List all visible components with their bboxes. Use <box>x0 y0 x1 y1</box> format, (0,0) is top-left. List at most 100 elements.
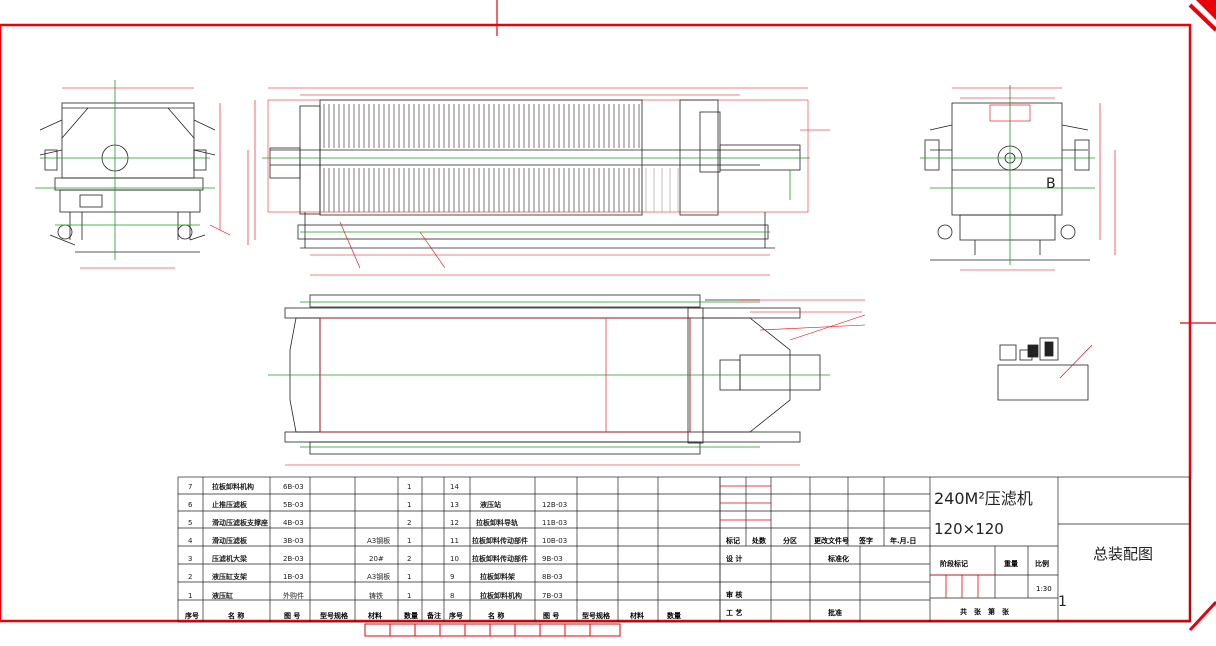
svg-text:1B-03: 1B-03 <box>283 573 304 581</box>
svg-text:14: 14 <box>450 483 459 491</box>
front-dims <box>247 87 830 276</box>
svg-text:A3钢板: A3钢板 <box>367 572 390 581</box>
svg-text:10B-03: 10B-03 <box>542 537 567 545</box>
svg-text:止推压滤板: 止推压滤板 <box>212 500 248 509</box>
svg-text:液压缸: 液压缸 <box>212 591 233 600</box>
corner-triangle-tr <box>1196 0 1216 20</box>
bom-header-dwg: 图 号 <box>284 611 300 620</box>
view-label-b: B <box>1046 176 1056 192</box>
svg-text:1: 1 <box>407 501 411 509</box>
product-spec: 120×120 <box>934 520 1004 538</box>
front-centerlines <box>262 157 810 233</box>
right-end-dims <box>952 87 1116 271</box>
table-row: 8 拉板卸料机构 7B-03 <box>450 591 563 600</box>
svg-text:2: 2 <box>188 573 192 581</box>
rev-header-sign: 签字 <box>858 536 873 545</box>
svg-text:7: 7 <box>188 483 192 491</box>
stage-mark-label: 阶段标记 <box>940 559 968 568</box>
svg-text:液压缸支架: 液压缸支架 <box>212 572 247 581</box>
right-end-view <box>924 102 1090 261</box>
svg-text:6B-03: 6B-03 <box>283 483 304 491</box>
scale-label: 比例 <box>1035 559 1049 568</box>
svg-text:1: 1 <box>407 483 411 491</box>
bom-header-qty: 数量 <box>404 611 418 620</box>
rev-header-count: 处数 <box>751 536 767 545</box>
svg-text:8B-03: 8B-03 <box>542 573 563 581</box>
table-row: 7 拉板卸料机构 6B-03 1 <box>188 482 411 491</box>
svg-text:20#: 20# <box>369 555 384 563</box>
left-end-view <box>39 102 216 253</box>
svg-text:拉板卸料架: 拉板卸料架 <box>480 572 515 581</box>
sheet-count: 共 张 第 张 <box>960 607 1010 616</box>
svg-text:拉板卸料传动部件: 拉板卸料传动部件 <box>472 554 528 563</box>
svg-text:4B-03: 4B-03 <box>283 519 304 527</box>
review-label: 审 核 <box>726 590 742 599</box>
svg-text:2B-03: 2B-03 <box>283 555 304 563</box>
svg-text:液压站: 液压站 <box>480 500 501 509</box>
bom-right-rows: 14 13 液压站 12B-03 12 拉板卸料导轨 11B-03 11 拉板卸… <box>450 483 567 600</box>
svg-text:1: 1 <box>407 573 411 581</box>
rev-header-date: 年.月.日 <box>890 536 916 545</box>
left-end-centerlines <box>35 80 215 260</box>
svg-text:2: 2 <box>407 519 411 527</box>
bom-right-header-qty: 数量 <box>667 611 681 620</box>
left-end-dims <box>62 87 231 269</box>
scale-value: 1:30 <box>1036 585 1052 593</box>
svg-text:拉板卸料传动部件: 拉板卸料传动部件 <box>472 536 528 545</box>
bom-right-header-spec: 型号规格 <box>582 611 611 620</box>
svg-text:铸铁: 铸铁 <box>369 591 383 600</box>
svg-text:13: 13 <box>450 501 459 509</box>
top-view <box>284 294 821 455</box>
filter-plates <box>323 104 679 212</box>
table-row: 12 拉板卸料导轨 11B-03 <box>450 518 567 527</box>
svg-text:拉板卸料导轨: 拉板卸料导轨 <box>476 518 518 527</box>
svg-text:8: 8 <box>450 592 454 600</box>
table-row: 5 滑动压滤板支撑座 4B-03 2 <box>188 518 411 527</box>
svg-text:A3钢板: A3钢板 <box>367 536 390 545</box>
sheet-mark: 1 <box>1058 594 1067 610</box>
svg-text:1: 1 <box>188 592 192 600</box>
right-end-centerlines <box>920 85 1095 265</box>
bom-header-note: 备注 <box>426 611 441 620</box>
top-centerlines <box>268 301 830 448</box>
table-row: 11 拉板卸料传动部件 10B-03 <box>450 536 567 545</box>
svg-text:拉板卸料机构: 拉板卸料机构 <box>212 482 254 491</box>
bom-left-rows: 7 拉板卸料机构 6B-03 1 6 止推压滤板 5B-03 1 5 滑动压滤板… <box>188 482 411 600</box>
bom-right-header-mat: 材料 <box>629 611 644 620</box>
table-row: 10 拉板卸料传动部件 9B-03 <box>450 554 563 563</box>
outer-frame <box>0 23 1192 623</box>
svg-text:5: 5 <box>188 519 192 527</box>
svg-text:10: 10 <box>450 555 459 563</box>
svg-text:外购件: 外购件 <box>283 591 304 600</box>
svg-text:1: 1 <box>407 592 411 600</box>
bom-header-name: 名 称 <box>228 611 244 620</box>
bom-right-header-name: 名 称 <box>488 611 504 620</box>
svg-text:5B-03: 5B-03 <box>283 501 304 509</box>
svg-text:9: 9 <box>450 573 454 581</box>
table-row: 14 <box>450 483 459 491</box>
table-row: 9 拉板卸料架 8B-03 <box>450 572 563 581</box>
rev-header-zone: 分区 <box>783 536 797 545</box>
bom-header-mat: 材料 <box>367 611 382 620</box>
bom-grid <box>177 476 721 623</box>
svg-text:9B-03: 9B-03 <box>542 555 563 563</box>
svg-text:2: 2 <box>407 555 411 563</box>
table-row: 2 液压缸支架 1B-03 A3钢板 1 <box>188 572 411 581</box>
svg-text:11B-03: 11B-03 <box>542 519 567 527</box>
bom-right-header-dwg: 图 号 <box>543 611 559 620</box>
rev-header-doc: 更改文件号 <box>814 536 849 545</box>
svg-text:6: 6 <box>188 501 193 509</box>
svg-text:12B-03: 12B-03 <box>542 501 567 509</box>
approve-label: 批准 <box>828 608 842 617</box>
front-view <box>267 99 809 249</box>
table-row: 6 止推压滤板 5B-03 1 <box>188 500 411 509</box>
svg-text:3B-03: 3B-03 <box>283 537 304 545</box>
svg-text:滑动压滤板支撑座: 滑动压滤板支撑座 <box>212 518 268 527</box>
title-block-red-cells <box>720 485 995 598</box>
bom-header-no: 序号 <box>184 611 199 620</box>
svg-text:3: 3 <box>188 555 192 563</box>
svg-text:拉板卸料机构: 拉板卸料机构 <box>480 591 522 600</box>
table-row: 3 压滤机大梁 2B-03 20# 2 <box>188 554 411 563</box>
svg-text:滑动压滤板: 滑动压滤板 <box>212 536 248 545</box>
svg-text:压滤机大梁: 压滤机大梁 <box>212 554 248 563</box>
